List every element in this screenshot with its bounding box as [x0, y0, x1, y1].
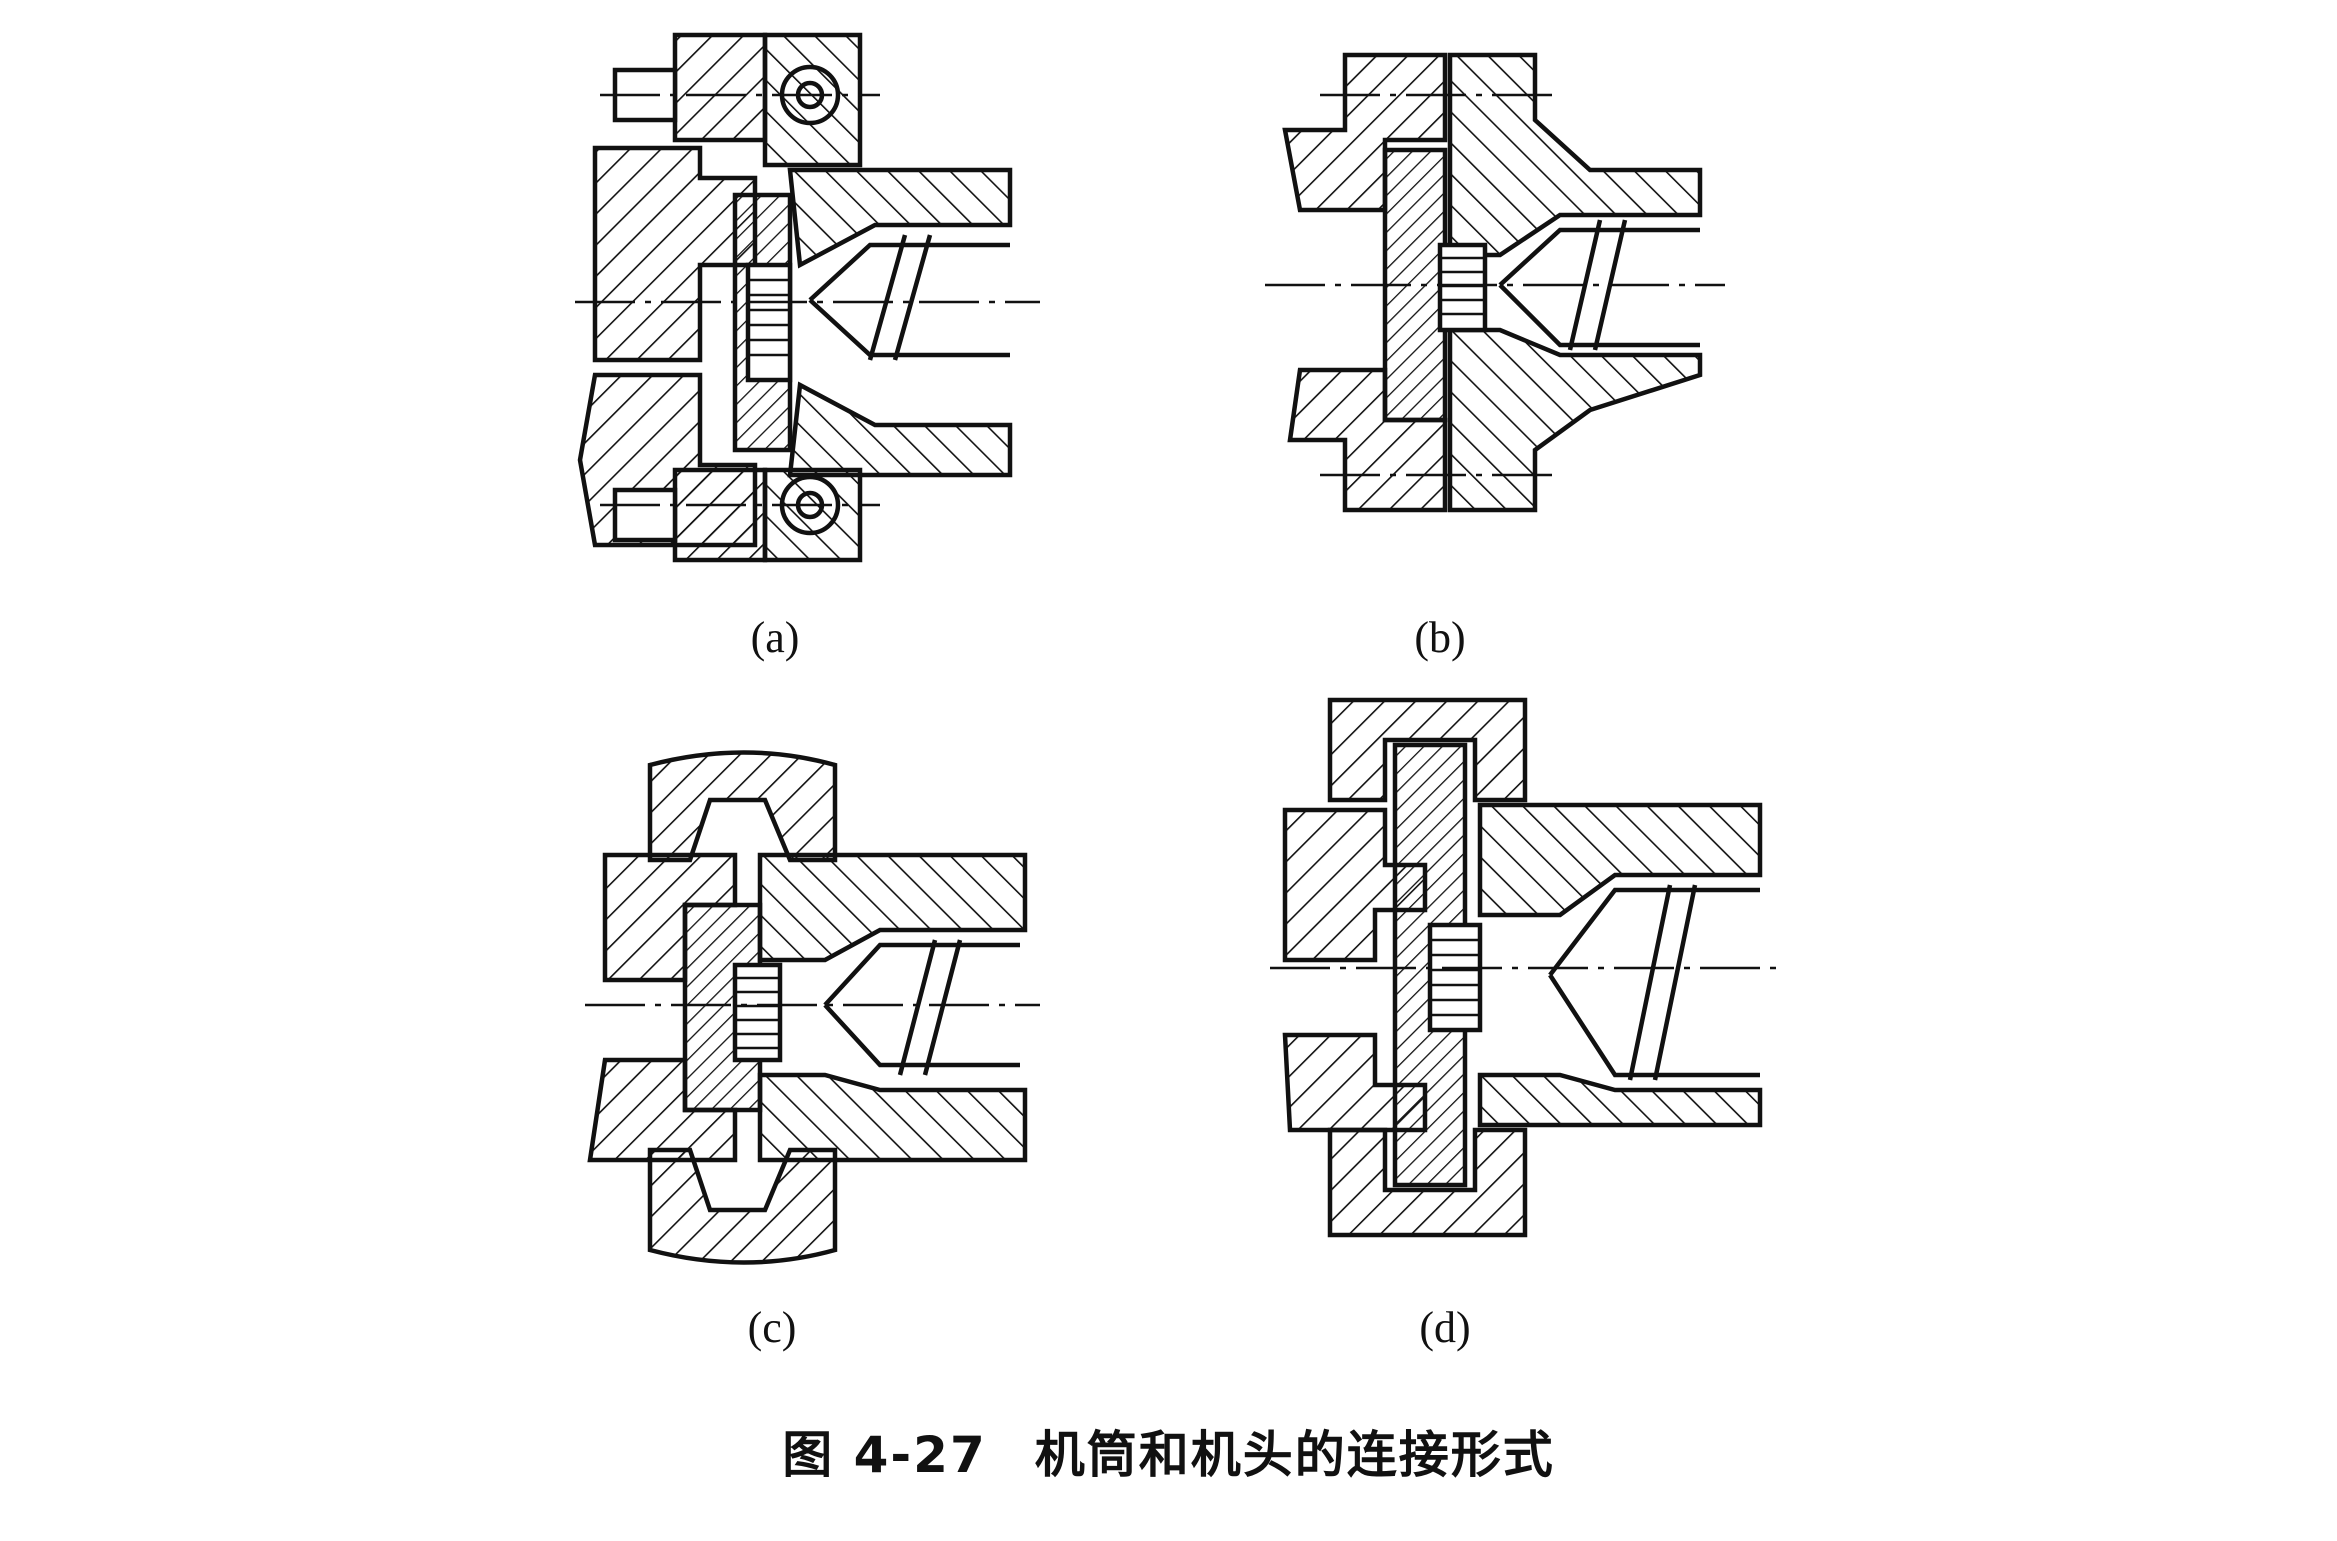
panel-a-barrel-lower — [787, 381, 1013, 478]
panel-d-barrel-upper — [1477, 802, 1763, 918]
panel-a-flange-upper — [672, 32, 768, 143]
figure-caption: 图 4-27 机筒和机头的连接形式 — [0, 1415, 2337, 1487]
panel-a-bolt-lower — [612, 487, 678, 543]
panel-c-screen — [732, 962, 783, 1063]
panel-a-clamp-upper — [762, 32, 863, 168]
panel-c-barrel-lower — [757, 1072, 1028, 1163]
panel-d-screw-tip — [1548, 884, 1760, 1081]
panel-a-screw-tip — [808, 234, 1010, 361]
panel-b-label: (b) — [1414, 613, 1466, 662]
panel-d-screen — [1427, 922, 1483, 1033]
panel-c-screw-tip — [823, 939, 1020, 1076]
panel-a-drawing — [575, 32, 1040, 563]
panel-c-label: (c) — [747, 1303, 797, 1352]
panel-a-barrel-upper — [787, 167, 1013, 269]
panel-d-flange-upper — [1327, 697, 1528, 803]
panel-d-barrel-lower — [1477, 1072, 1763, 1128]
panel-d-flange-lower — [1327, 1127, 1528, 1238]
panel-b-breaker-plate — [1382, 147, 1448, 423]
panel-a-label: (a) — [750, 613, 800, 662]
panel-b-screw-tip — [1498, 219, 1700, 351]
panel-c-clamp-upper — [647, 750, 838, 863]
panel-b-drawing — [1265, 52, 1725, 513]
panel-d-label: (d) — [1419, 1303, 1471, 1352]
figure-number: 图 4-27 — [782, 1426, 987, 1484]
panel-b-barrel-upper — [1447, 52, 1703, 258]
panel-c-drawing — [585, 750, 1040, 1265]
panel-a-head-upper — [592, 145, 758, 363]
panel-c-clamp-lower — [647, 1147, 838, 1265]
panel-a-flange-lower — [672, 467, 768, 563]
panel-b-barrel-lower — [1447, 327, 1703, 513]
panel-a-screen — [745, 262, 793, 383]
panel-d-drawing — [1270, 697, 1780, 1238]
figure-title: 机筒和机头的连接形式 — [1034, 1426, 1555, 1484]
